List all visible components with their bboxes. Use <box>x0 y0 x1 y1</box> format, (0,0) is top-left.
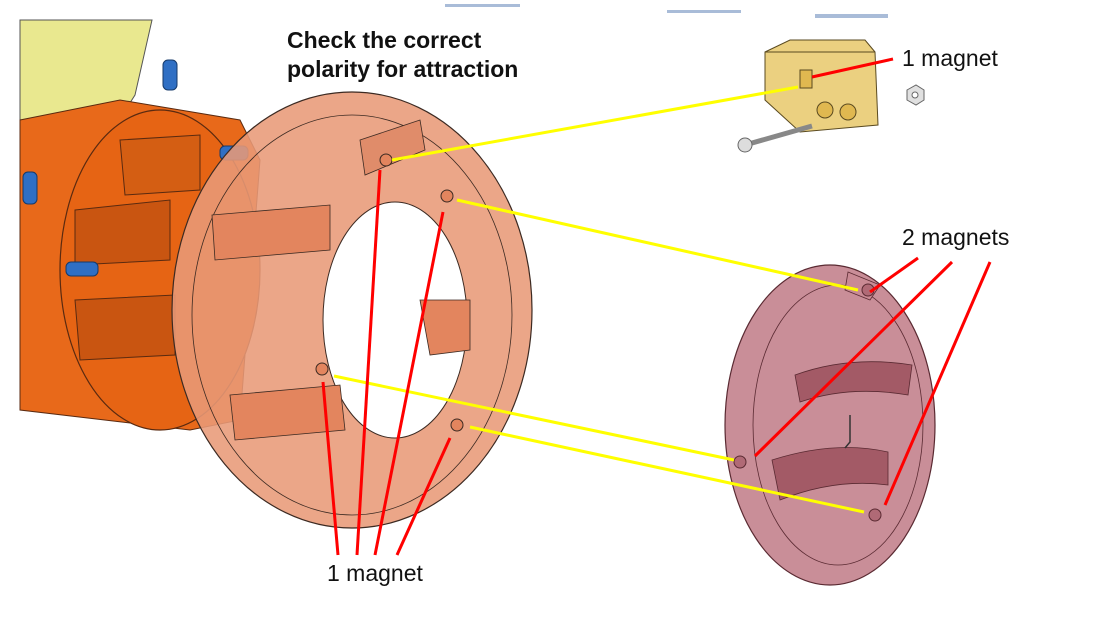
top-mark <box>815 14 888 18</box>
blue-pin <box>65 261 99 277</box>
red-leader-lines <box>321 57 992 556</box>
label-two-magnets-cap: 2 magnets <box>902 224 1010 250</box>
amber-block <box>737 39 925 153</box>
red-leader <box>373 211 445 556</box>
yellow-leader <box>391 85 799 162</box>
blue-pin <box>162 59 178 91</box>
yellow-leader-lines <box>333 85 865 514</box>
polarity-instruction: Check the correct polarity for attractio… <box>287 26 518 84</box>
red-leader <box>869 256 919 294</box>
red-leader <box>883 261 992 506</box>
red-leader <box>355 169 382 556</box>
blue-pin <box>22 171 38 205</box>
yellow-leader <box>469 425 865 514</box>
pink-cap <box>724 264 936 586</box>
polarity-instruction-line1: Check the correct <box>287 27 482 53</box>
orange-slot <box>74 294 176 361</box>
polarity-instruction-line2: polarity for attraction <box>287 56 519 82</box>
label-one-magnet-ring: 1 magnet <box>327 560 423 586</box>
orange-slot <box>74 199 171 266</box>
top-mark <box>667 10 741 13</box>
top-mark <box>445 4 520 7</box>
yellow-leader <box>333 374 735 462</box>
red-leader <box>321 381 340 556</box>
label-one-magnet-block: 1 magnet <box>902 45 998 71</box>
red-leader <box>395 437 452 556</box>
salmon-ring <box>171 91 533 529</box>
yellow-leader <box>456 198 859 292</box>
orange-slot <box>119 134 201 196</box>
red-leader <box>811 57 894 79</box>
red-leader <box>753 260 954 458</box>
